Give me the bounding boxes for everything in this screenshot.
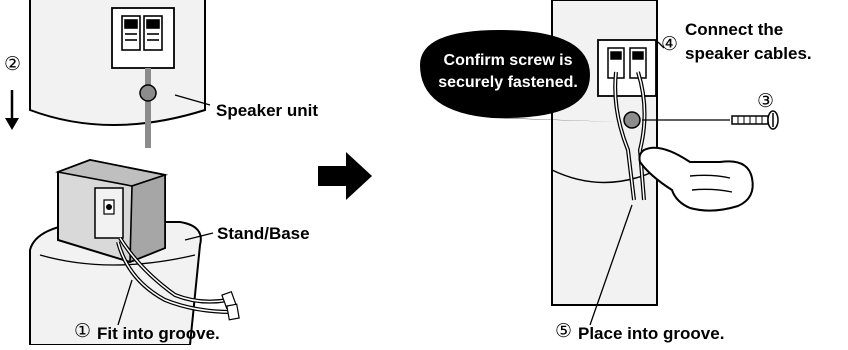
step-5-marker: ⑤ xyxy=(555,320,573,342)
stand-base-label: Stand/Base xyxy=(217,224,310,243)
callout-line-1: Confirm screw is xyxy=(443,52,573,69)
step-2-marker: ② xyxy=(4,53,22,75)
speaker-unit-drawing xyxy=(29,0,211,148)
screw-icon xyxy=(731,110,779,130)
down-arrow-icon xyxy=(5,90,19,130)
callout-line-2: securely fastened. xyxy=(438,73,578,91)
step-1-text: Fit into groove. xyxy=(97,324,220,343)
step-4-line-2: speaker cables. xyxy=(685,44,812,63)
stand-base-drawing xyxy=(29,158,240,346)
step-4-line-1: Connect the xyxy=(685,20,784,39)
callout-text: Confirm screw is securely fastened. xyxy=(428,50,588,93)
step-1-marker: ① xyxy=(74,320,92,342)
step-5-text: Place into groove. xyxy=(578,324,725,343)
hand-icon xyxy=(638,146,754,212)
callout-bubble xyxy=(420,30,620,122)
right-arrow-icon xyxy=(318,152,372,200)
step-3-marker: ③ xyxy=(757,90,775,112)
step-4-marker: ④ xyxy=(661,33,679,55)
speaker-unit-label: Speaker unit xyxy=(216,101,319,120)
